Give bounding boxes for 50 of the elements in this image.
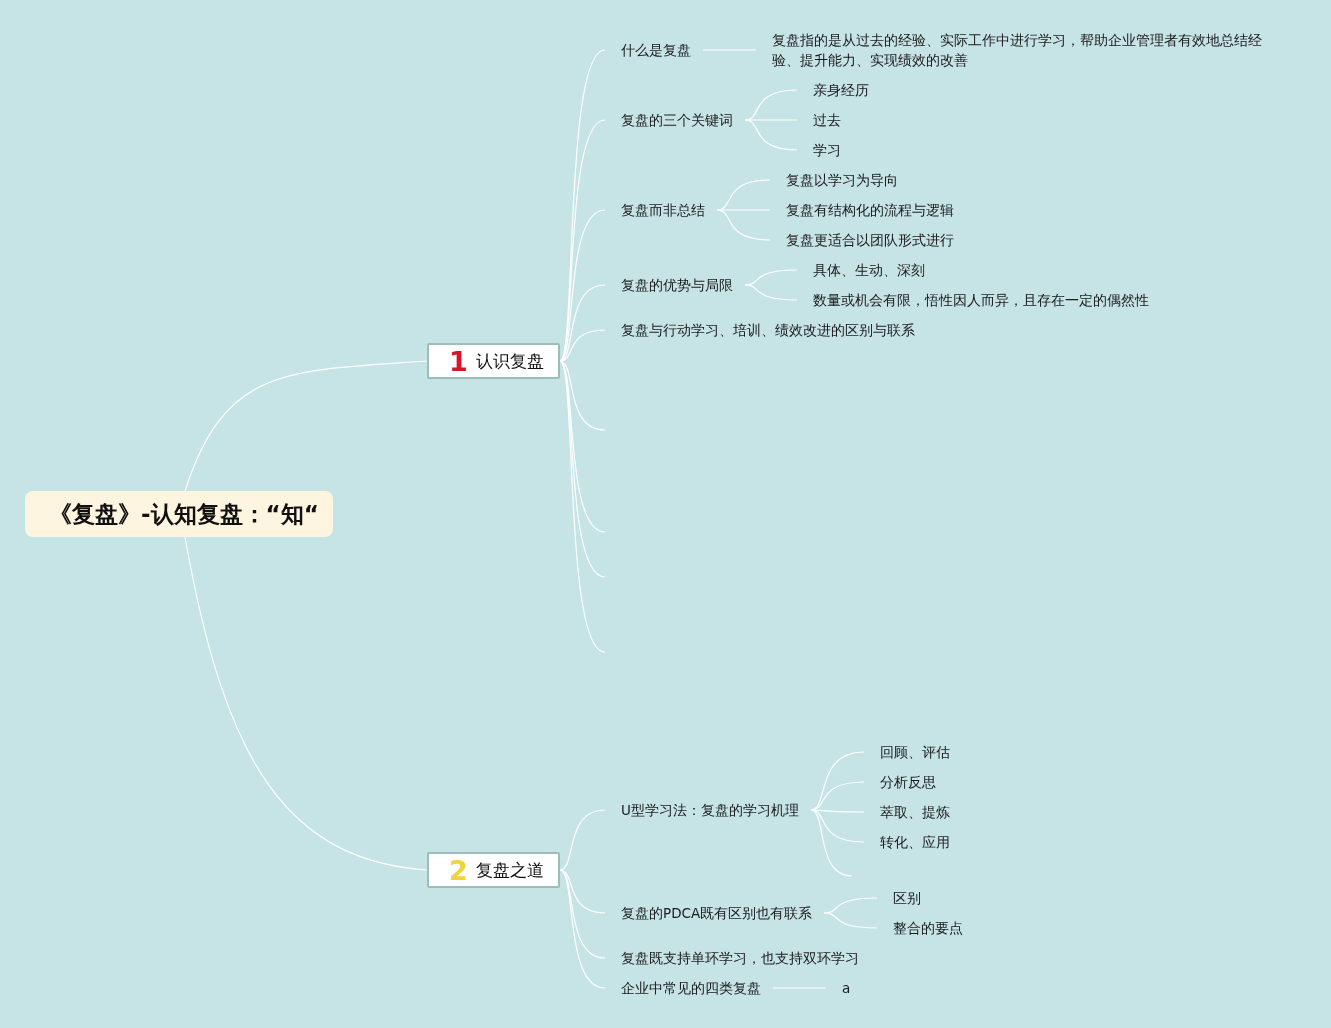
branch-line xyxy=(559,809,606,871)
branch-line xyxy=(559,869,606,914)
branch-text: 回顾、评估 xyxy=(864,740,962,764)
branch-text: 亲身经历 xyxy=(797,78,881,102)
branch-text: 转化、应用 xyxy=(864,830,962,854)
branch-text: a xyxy=(826,976,863,1000)
branch-line xyxy=(823,897,878,914)
branch-text: 复盘与行动学习、培训、绩效改进的区别与联系 xyxy=(605,318,927,342)
branch-text: 整合的要点 xyxy=(877,916,975,940)
branch-text: 数量或机会有限，悟性因人而异，且存在一定的偶然性 xyxy=(797,288,1161,312)
branch-line xyxy=(559,209,606,362)
branch-line xyxy=(184,536,428,871)
branch-line xyxy=(559,360,606,653)
branch-line xyxy=(810,809,853,877)
branch-text: 分析反思 xyxy=(864,770,948,794)
branch-text: 区别 xyxy=(877,886,933,910)
branch-line xyxy=(184,360,428,492)
topic-number: 1 xyxy=(449,345,468,377)
branch-text: 复盘有结构化的流程与逻辑 xyxy=(770,198,966,222)
branch-text: 复盘而非总结 xyxy=(605,198,717,222)
central-topic xyxy=(25,491,333,537)
branch-text: 什么是复盘 xyxy=(605,38,703,62)
branch-line xyxy=(716,209,771,241)
branch-line xyxy=(744,269,798,286)
branch-text: 企业中常见的四类复盘 xyxy=(605,976,773,1000)
topic-label: 认识复盘 xyxy=(475,349,544,373)
branch-line xyxy=(744,119,798,151)
branch-line xyxy=(559,360,606,578)
branch-text: 复盘更适合以团队形式进行 xyxy=(770,228,966,252)
branch-text: 复盘的优势与局限 xyxy=(605,273,745,297)
branch-line xyxy=(559,360,606,431)
branch-text: 萃取、提炼 xyxy=(864,800,962,824)
branch-line xyxy=(559,869,606,989)
branch-text: 复盘指的是从过去的经验、实际工作中进行学习，帮助企业管理者有效地总结经验、提升能力、实现绩效的改善 xyxy=(756,28,1294,72)
branch-line xyxy=(810,809,865,843)
branch-text: 复盘的PDCA既有区别也有联系 xyxy=(605,901,825,925)
branch-text: 复盘既支持单环学习，也支持双环学习 xyxy=(605,946,871,970)
branch-line xyxy=(744,284,798,301)
branch-text: 过去 xyxy=(797,108,853,132)
branch-text: 复盘以学习为导向 xyxy=(770,168,910,192)
branch-text: 学习 xyxy=(797,138,853,162)
topic-label: 复盘之道 xyxy=(475,858,544,882)
topic-number: 2 xyxy=(449,854,468,886)
branch-text: 复盘的三个关键词 xyxy=(605,108,745,132)
branch-text: U型学习法：复盘的学习机理 xyxy=(605,798,811,822)
topic-box xyxy=(427,343,560,379)
topic-box xyxy=(427,852,560,888)
title-text: 《复盘》-认知复盘：“知“ xyxy=(49,499,319,529)
branch-line xyxy=(823,912,878,929)
branch-text: 具体、生动、深刻 xyxy=(797,258,937,282)
